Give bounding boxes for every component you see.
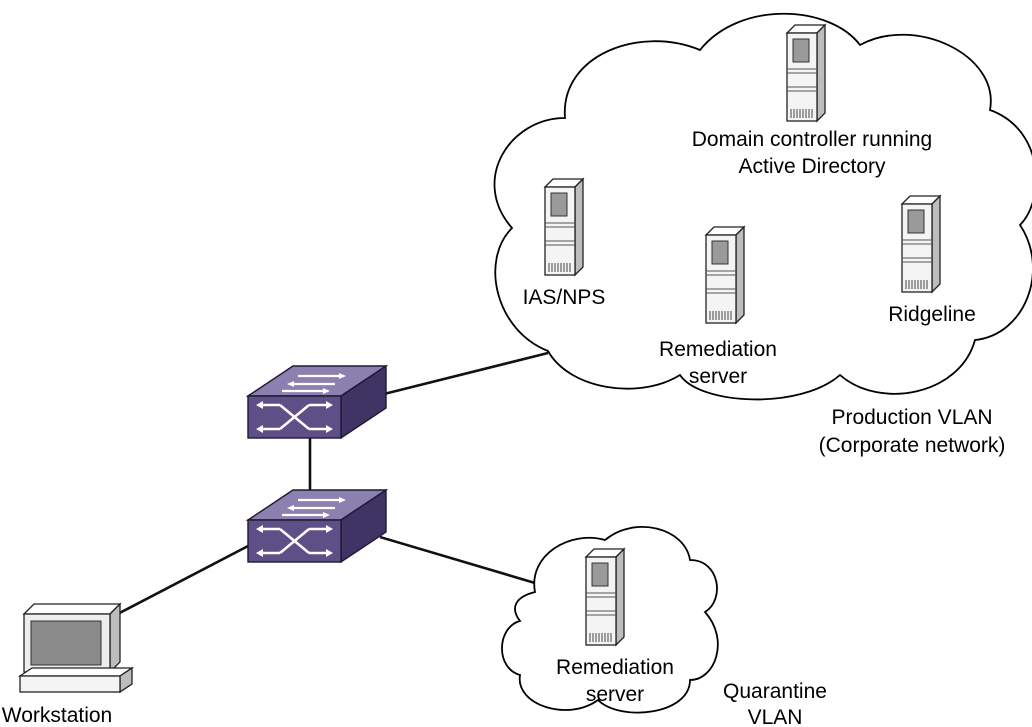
quarantine-vlan-label-line2: VLAN xyxy=(748,706,803,727)
remediation-server-production-label-line1: Remediation xyxy=(659,338,777,361)
remediation-server-quarantine-icon xyxy=(585,548,625,646)
network-switch-upper-icon xyxy=(246,364,388,440)
ias-nps-server-icon xyxy=(544,178,584,276)
workstation-label: Workstation xyxy=(2,704,113,727)
remediation-server-production-label-line2: server xyxy=(689,365,747,388)
link-switch-to-workstation xyxy=(107,543,251,621)
ridgeline-server-icon xyxy=(901,195,941,293)
link-switch-to-production xyxy=(383,351,549,396)
remediation-server-production-icon xyxy=(705,226,745,324)
workstation-computer-icon xyxy=(19,603,133,693)
remediation-server-quarantine-label-line1: Remediation xyxy=(556,656,674,679)
network-switch-lower-icon xyxy=(246,488,388,564)
production-vlan-cloud xyxy=(493,12,1032,401)
production-vlan-label-line1: Production VLAN xyxy=(831,406,992,429)
domain-controller-label-line1: Domain controller running xyxy=(692,128,932,151)
domain-controller-label-line2: Active Directory xyxy=(738,155,886,178)
domain-controller-server-icon xyxy=(786,24,826,122)
quarantine-vlan-label-line1: Quarantine xyxy=(723,680,827,703)
remediation-server-quarantine-label-line2: server xyxy=(586,683,644,706)
link-switch-to-quarantine xyxy=(379,535,536,585)
ias-nps-label: IAS/NPS xyxy=(523,286,606,309)
production-vlan-label-line2: (Corporate network) xyxy=(819,434,1006,457)
ridgeline-label: Ridgeline xyxy=(888,303,976,326)
